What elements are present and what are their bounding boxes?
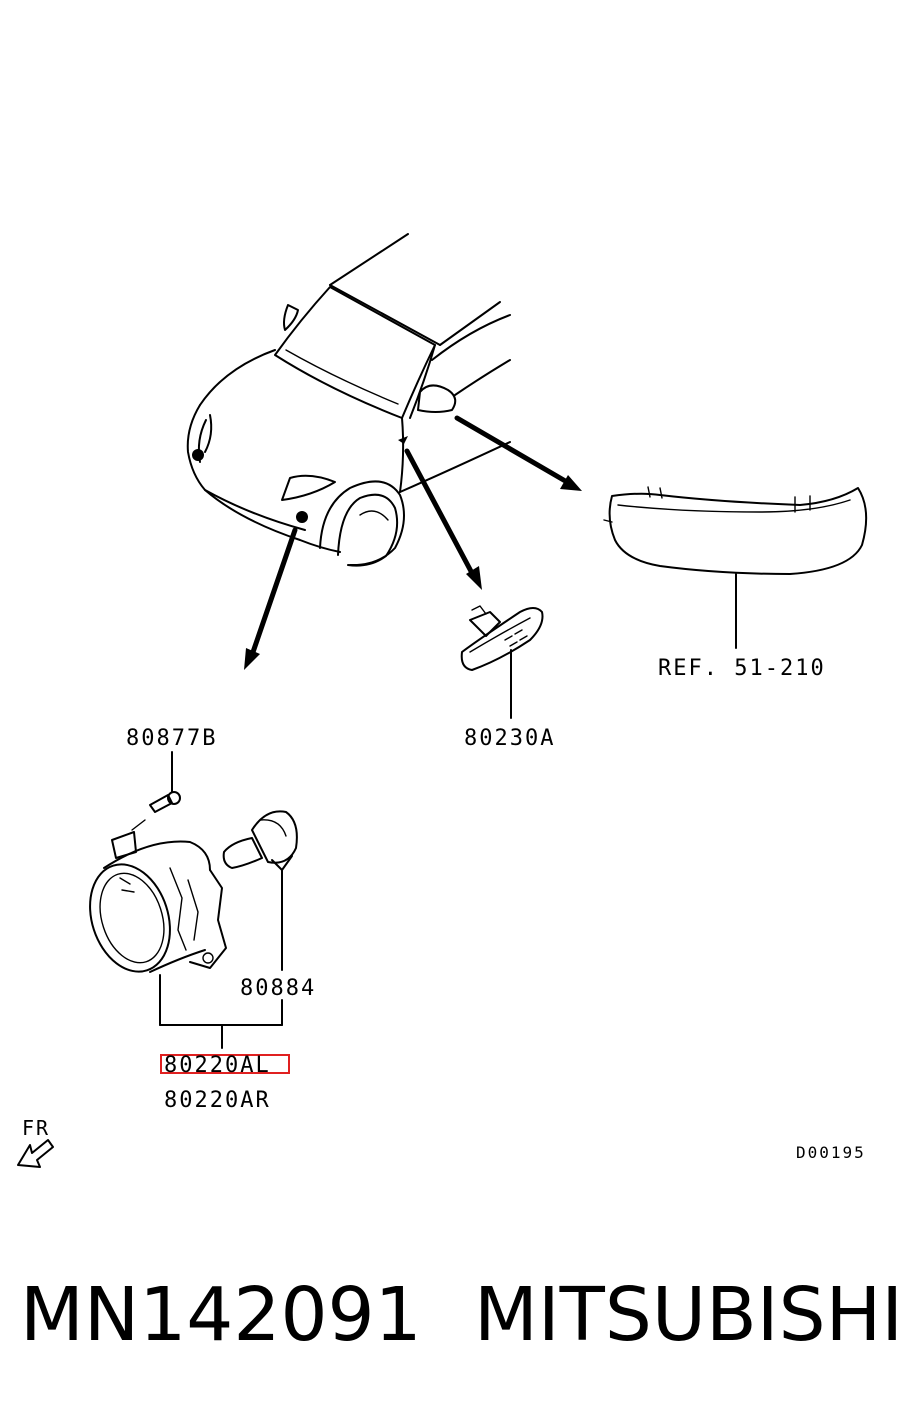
label-fr: FR [22, 1116, 50, 1140]
label-80220ar: 80220AR [164, 1088, 271, 1113]
label-code: D00195 [796, 1143, 866, 1162]
car-illustration [186, 233, 511, 567]
label-ref: REF. 51-210 [658, 656, 826, 681]
caption-part-number: MN142091 [20, 1272, 422, 1358]
label-80884: 80884 [240, 976, 316, 1001]
label-80877b: 80877B [126, 726, 217, 751]
bulb-part [222, 810, 298, 871]
pointer-arrows [244, 415, 582, 670]
label-80230a: 80230A [464, 726, 555, 751]
bumper-panel [603, 486, 868, 649]
screw-part [149, 791, 181, 813]
label-80220al: 80220AL [164, 1053, 271, 1078]
side-marker-lamp [460, 605, 544, 719]
front-direction-arrow-icon [17, 1139, 54, 1168]
fog-lamp-housing [89, 831, 227, 973]
caption-brand: MITSUBISHI [474, 1272, 903, 1358]
highlight-box [160, 1054, 290, 1074]
